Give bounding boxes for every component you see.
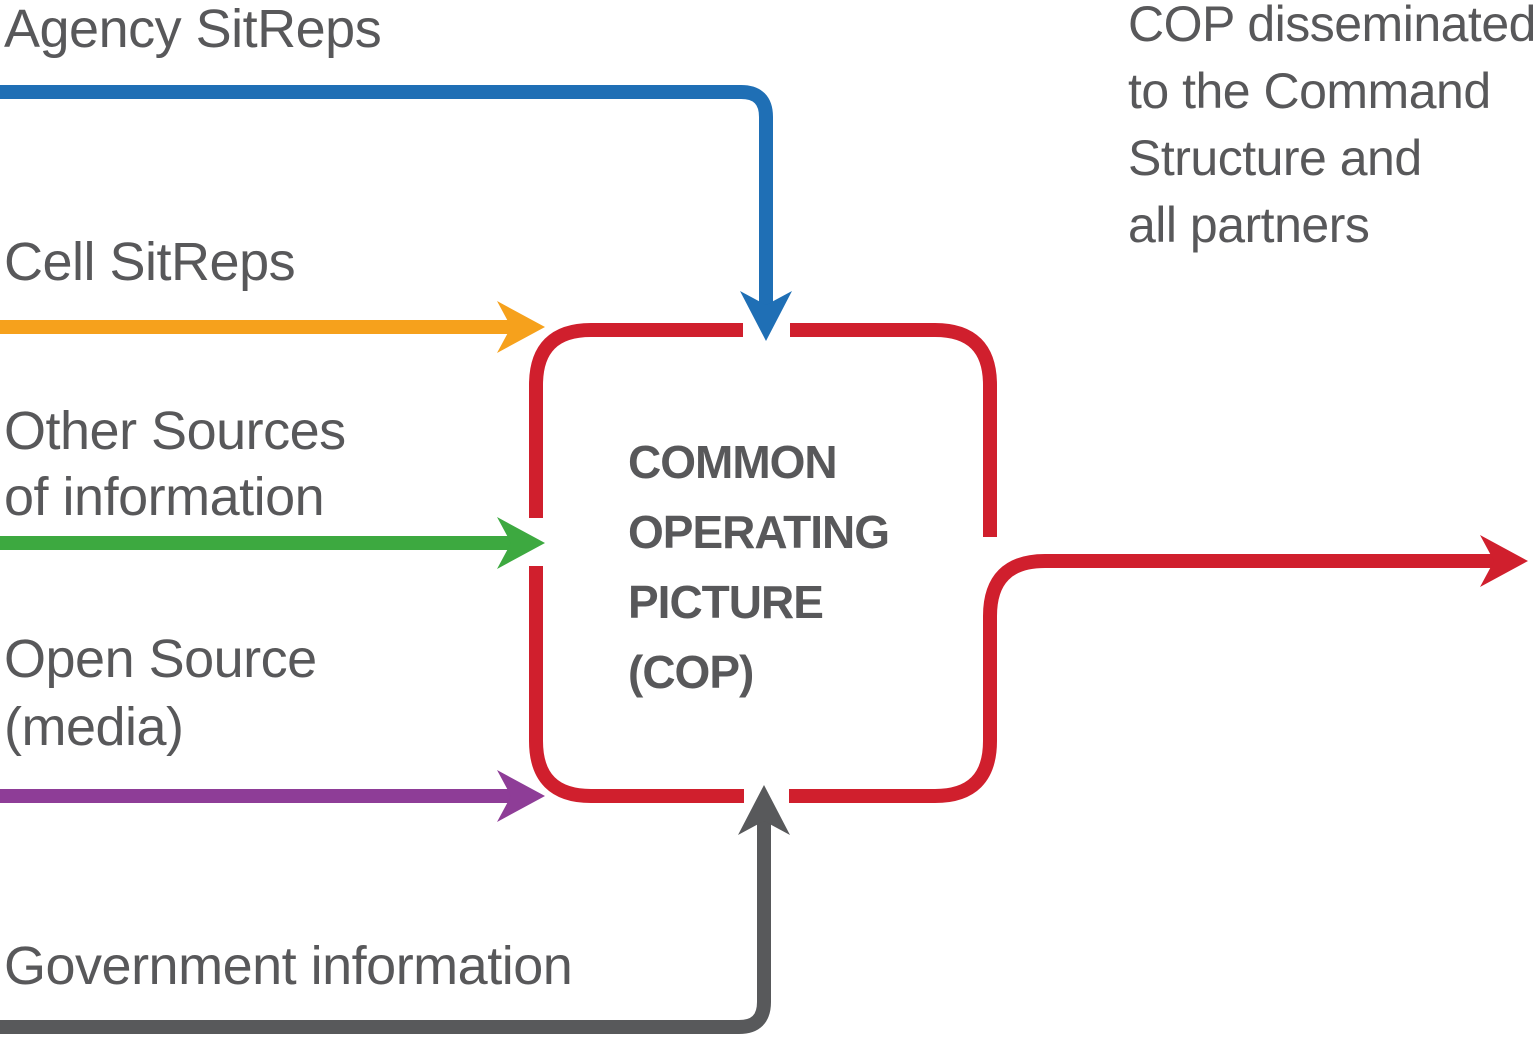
other-sources-arrow [0,517,545,569]
output-arrow-head-icon [1480,535,1528,587]
label-open-source-line1: Open Source [4,629,317,689]
label-other-sources-line2: of information [4,467,325,527]
cop-box-border [529,323,997,803]
agency-sitreps-arrow [0,85,792,341]
label-open-source-line2: (media) [4,697,184,757]
note-cop-disseminated-line1: COP disseminated [1128,0,1533,52]
cell-sitreps-arrow [0,301,545,353]
note-cop-disseminated-line2: to the Command [1128,63,1491,119]
agency-arrow-head-icon [740,291,792,341]
note-cop-disseminated-line4: all partners [1128,197,1370,253]
cop-box-title-line2: OPERATING [628,506,890,558]
cop-output-arrow [789,535,1528,803]
cop-box-border-top-left [529,323,743,518]
label-other-sources-line1: Other Sources [4,401,346,461]
cop-box-title-line4: (COP) [628,646,754,698]
open-arrow-head-icon [497,770,545,822]
agency-arrow-line [0,85,773,305]
cop-box-title: COMMON OPERATING PICTURE (COP) [628,427,890,707]
government-information-arrow [0,785,790,1034]
label-agency-sitreps: Agency SitReps [4,0,382,59]
note-cop-disseminated: COP disseminated to the Command Structur… [1128,0,1533,259]
other-arrow-head-icon [497,517,545,569]
label-open-source: Open Source (media) [4,625,317,761]
open-source-arrow [0,770,545,822]
cop-box-border-top-right [790,323,997,537]
government-arrow-head-icon [738,785,790,835]
label-cell-sitreps: Cell SitReps [4,232,296,292]
cell-arrow-head-icon [497,301,545,353]
cop-box-border-bottom-left [529,566,744,803]
cop-box-title-line3: PICTURE [628,576,824,628]
note-cop-disseminated-line3: Structure and [1128,130,1422,186]
output-arrow-line [789,554,1495,803]
government-arrow-line [0,821,771,1034]
label-government-information: Government information [4,936,573,996]
label-other-sources: Other Sources of information [4,398,346,530]
cop-box-title-line1: COMMON [628,436,838,488]
